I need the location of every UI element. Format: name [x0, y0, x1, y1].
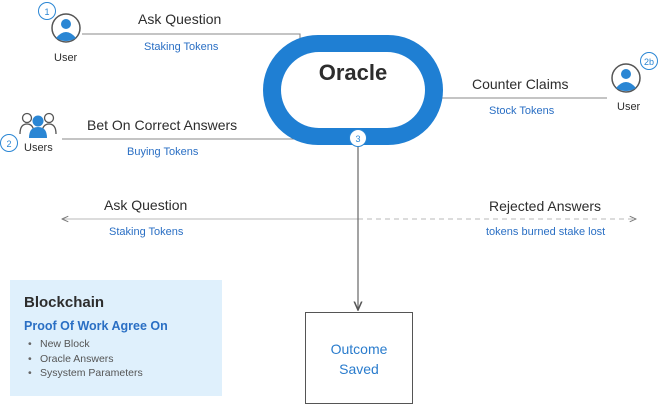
- blockchain-list-item: Sysystem Parameters: [28, 366, 222, 381]
- flow-title-ask-question-bottom: Ask Question: [104, 197, 188, 213]
- user-icon: [611, 63, 641, 93]
- user-icon: [51, 13, 81, 43]
- blockchain-list-item: New Block: [28, 337, 222, 352]
- flow-title-ask-question: Ask Question: [138, 11, 222, 27]
- actor-label-user-1: User: [54, 52, 78, 64]
- blockchain-panel: Blockchain Proof Of Work Agree On New Bl…: [10, 280, 222, 396]
- flow-title-bet-correct: Bet On Correct Answers: [87, 117, 238, 133]
- users-group-icon: [19, 112, 57, 138]
- blockchain-title: Blockchain: [24, 294, 105, 311]
- blockchain-list-item: Oracle Answers: [28, 352, 222, 367]
- step-badge-2b: 2b: [640, 52, 658, 70]
- step-badge-3: 3: [349, 129, 367, 147]
- outcome-line-1: Outcome: [330, 341, 388, 357]
- flow-subtitle-stock-tokens: Stock Tokens: [489, 105, 555, 117]
- blockchain-list: New Block Oracle Answers Sysystem Parame…: [24, 337, 222, 381]
- flow-subtitle-tokens-burned: tokens burned stake lost: [486, 226, 606, 238]
- oracle-label: Oracle: [318, 60, 388, 85]
- flow-title-counter-claims: Counter Claims: [472, 76, 569, 92]
- actor-label-users-2: Users: [24, 142, 53, 154]
- oracle-node: Oracle: [263, 35, 443, 145]
- actor-label-user-2b: User: [617, 101, 641, 113]
- step-badge-1: 1: [38, 2, 56, 20]
- blockchain-subtitle: Proof Of Work Agree On: [24, 319, 168, 333]
- flow-subtitle-staking-tokens: Staking Tokens: [144, 41, 219, 53]
- outcome-box: Outcome Saved: [305, 312, 413, 404]
- outcome-line-2: Saved: [339, 361, 379, 377]
- oracle-inner: [281, 52, 425, 128]
- flow-title-rejected-answers: Rejected Answers: [489, 198, 602, 214]
- flow-subtitle-staking-tokens-bottom: Staking Tokens: [109, 226, 184, 238]
- step-badge-2: 2: [0, 134, 18, 152]
- flow-subtitle-buying-tokens: Buying Tokens: [127, 146, 199, 158]
